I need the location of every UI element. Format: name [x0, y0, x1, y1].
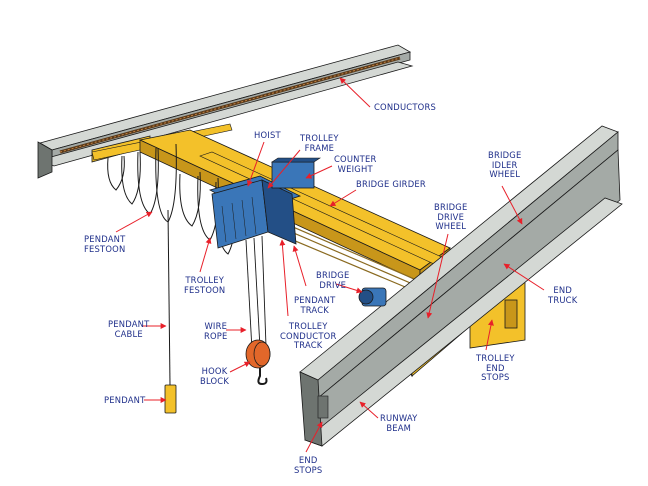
label-hoist: HOIST	[254, 130, 281, 140]
hook-block	[245, 339, 271, 386]
pendant-box	[164, 384, 177, 414]
label-conductors: CONDUCTORS	[374, 102, 436, 112]
bridge-drive-motor	[358, 287, 387, 307]
hoist	[208, 157, 321, 249]
callout-arrows	[115, 77, 545, 453]
wire-rope	[245, 235, 267, 351]
label-bridge-girder: BRIDGE GIRDER	[356, 179, 426, 189]
front-runway-beam	[299, 125, 623, 447]
label-pendant: PENDANT	[104, 395, 146, 405]
pendant-cable-line	[167, 209, 171, 386]
